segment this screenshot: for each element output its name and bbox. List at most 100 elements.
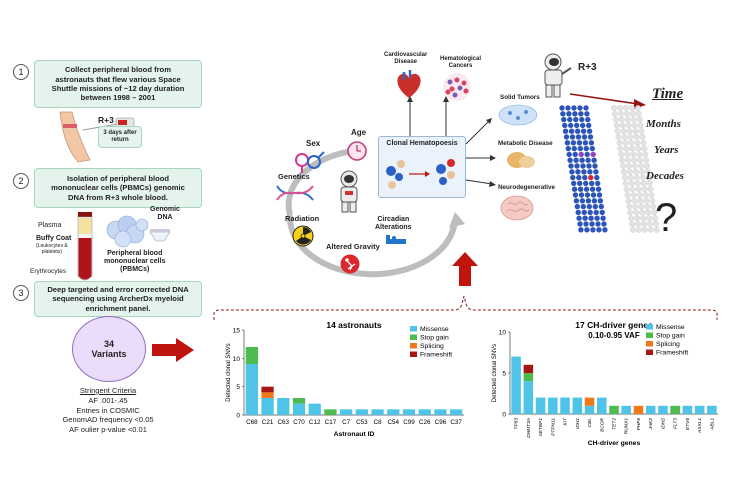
cell [595,180,601,187]
clonal-cells-illustration [386,159,455,189]
cell [632,203,639,210]
cell [575,169,581,175]
x-tick-label: C37 [450,419,462,426]
x-tick-label: KIT [563,417,569,426]
x-tick-label: SETBP1 [538,418,544,437]
cell [630,192,637,198]
cell [639,174,646,181]
cell [635,145,642,152]
criteria-line: GenomAD frequency <0.05 [62,415,154,425]
cell [646,215,652,222]
cell [631,197,638,204]
cell [571,105,577,111]
x-tick-label: TP53 [514,418,520,430]
center-title: Clonal Hematopoesis [386,140,458,147]
cell [629,105,635,111]
factor-age: Age [351,128,367,137]
cell [646,180,653,187]
clonal-hematopoesis-box: Clonal Hematopoesis [378,136,466,198]
cell [636,116,643,123]
blood-draw-arm-illustration [59,111,135,163]
bar-segment-missense [261,398,274,415]
cell [572,151,578,158]
x-tick-label: C8 [374,419,383,426]
cell [611,105,617,111]
step-1-circle: 1 [13,64,29,80]
cell [590,227,596,233]
cell [582,140,589,146]
cell [571,180,577,187]
x-tick-label: C99 [403,419,415,426]
cell [619,157,625,164]
plasma-label: Plasma [38,222,62,229]
cell [584,151,590,158]
cell [577,180,583,187]
bar-segment-missense [572,397,583,414]
x-tick-label: ASXL1 [697,418,703,434]
y-tick-label: 5 [502,371,506,378]
cell [588,140,595,146]
cell [584,192,591,198]
variant-label: Variants [91,349,127,359]
step-3-box: Deep targeted and error corrected DNA se… [34,281,202,317]
cell [624,116,631,123]
cell [636,151,643,158]
cell [632,128,639,135]
cell [625,157,631,164]
cell [636,192,643,198]
x-tick-label: C96 [435,419,447,426]
cell [583,145,589,152]
bar-segment-missense [584,405,595,414]
pbmc-cells-illustration [106,215,149,248]
cell [622,139,629,146]
bar-segment-missense [596,397,607,414]
cell [634,215,640,222]
cell [577,186,584,192]
cell [580,203,586,210]
cell [642,226,648,233]
x-tick-label: FLT3 [673,418,679,429]
cell [638,163,644,169]
cell [577,145,583,152]
cell [633,168,639,175]
outcome-metabolic: Metabolic Disease [498,140,553,147]
cell [598,203,604,210]
legend-swatch [646,332,653,338]
x-tick-label: C63 [278,419,290,426]
x-tick-label: C12 [309,419,321,426]
cell [645,174,652,181]
bar-segment-stop-gain [670,405,680,414]
cell [636,110,642,117]
cell [576,174,582,181]
step-2-box: Isolation of peripheral blood mononuclea… [34,168,202,208]
cell [575,134,582,140]
cell [569,134,576,140]
cell [641,145,648,152]
cell [638,128,645,135]
cell [651,209,658,216]
cell [632,163,638,169]
cell [626,163,632,169]
cell [582,174,588,181]
cell [579,198,586,204]
factor-gravity: Altered Gravity [326,242,380,251]
cell [613,122,620,129]
cell [615,134,622,140]
right-r3-label: R+3 [578,62,597,73]
bar-segment-stop-gain [245,347,258,364]
blood-tube-illustration [77,212,93,281]
bar-segment-missense [658,405,668,414]
x-tick-label: CBL [587,418,593,428]
cell [625,197,632,204]
cell [560,111,566,117]
cell [577,221,583,227]
cell [571,145,577,152]
cell [565,145,571,152]
cell [647,221,653,227]
bar-segment-missense [450,409,463,415]
cell [612,110,618,117]
cell [623,186,630,193]
bar-segment-frameshift [261,386,274,393]
legend-label: Splicing [420,343,444,350]
cell [587,209,593,216]
